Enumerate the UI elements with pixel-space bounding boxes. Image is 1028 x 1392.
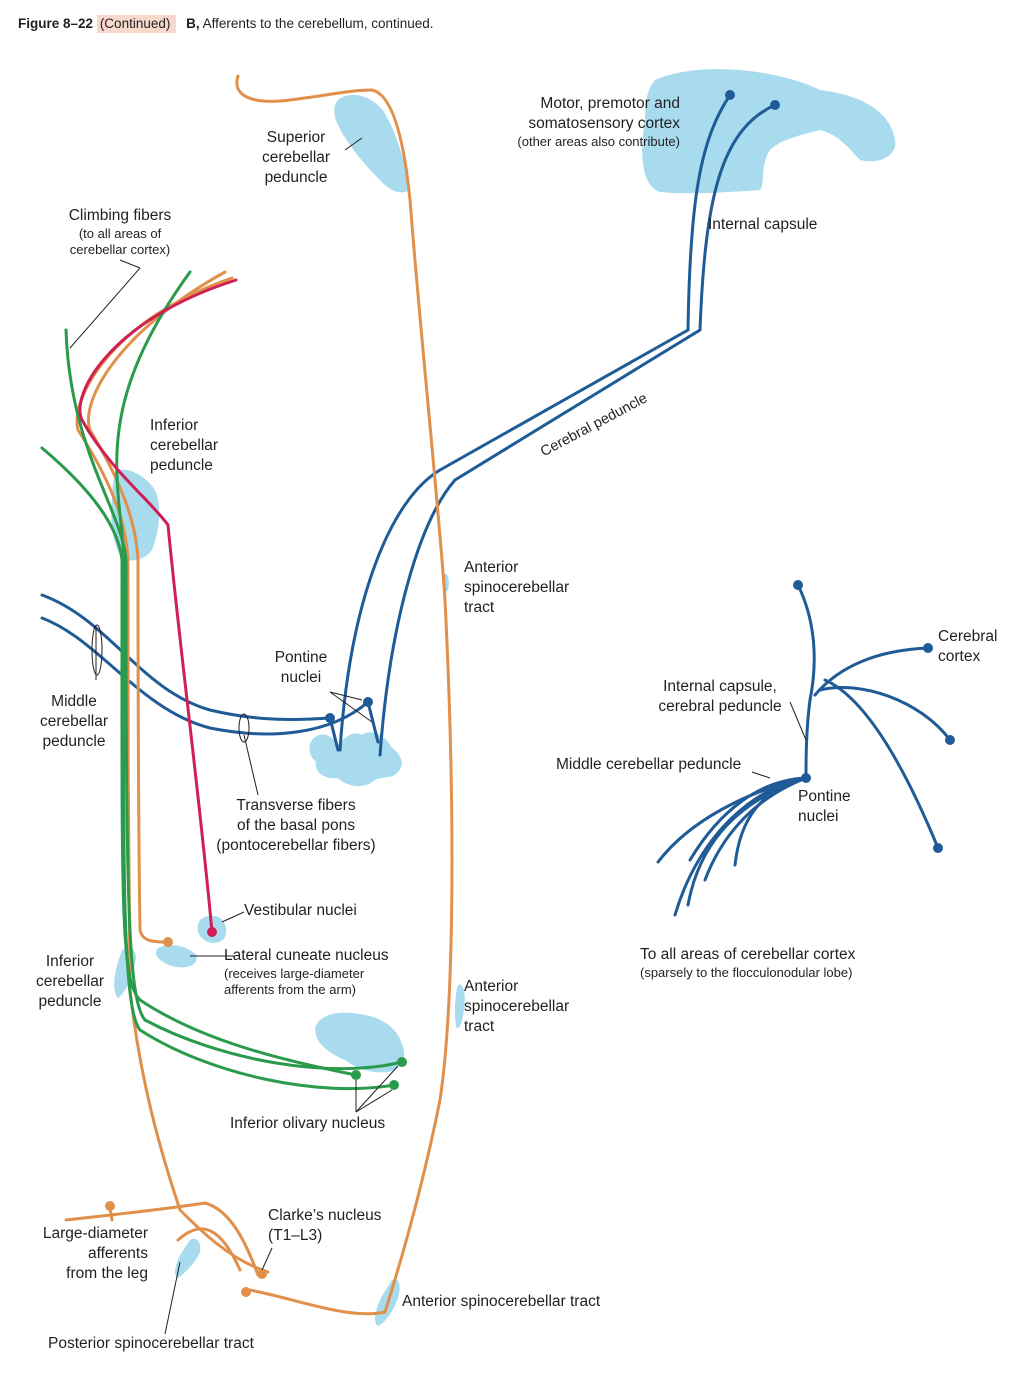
label-pontine-nuclei-left: Pontine nuclei	[274, 649, 328, 686]
label-internal-capsule: Internal capsule	[708, 216, 818, 233]
pontine-neuron-1	[363, 697, 373, 707]
panel-title: Afferents to the cerebellum, continued.	[202, 16, 434, 31]
leader-superior-peduncle	[344, 137, 363, 151]
label-climbing-fibers: Climbing fibers (to all areas of cerebel…	[68, 207, 172, 257]
label-cerebral-cortex: Cerebral cortex	[938, 628, 998, 665]
inset-cortex-neuron-2	[923, 643, 933, 653]
label-posterior-spinocerebellar-tract: Posterior spinocerebellar tract	[48, 1335, 254, 1352]
label-middle-cerebellar-peduncle-left: Middle cerebellar peduncle	[39, 693, 109, 750]
label-inferior-cerebellar-peduncle-top: Inferior cerebellar peduncle	[150, 417, 219, 474]
posterior-spinocerebellar-tract-shape	[175, 1238, 201, 1278]
corticopontine-fiber-1	[338, 93, 732, 752]
clarke-neuron-2	[241, 1287, 251, 1297]
cuneocerebellar-fiber	[87, 270, 227, 944]
leader-olive-2	[355, 1065, 399, 1113]
inset-fiber-low	[823, 678, 940, 850]
label-internal-capsule-cerebral-peduncle: Internal capsule, cerebral peduncle	[658, 678, 782, 715]
label-transverse-fibers: Transverse fibers of the basal pons (pon…	[216, 797, 376, 854]
figure-number: Figure 8–22	[18, 16, 94, 31]
pontine-terminal-1	[366, 700, 380, 744]
leader-ic-inset	[789, 701, 807, 741]
leader-climbing-1	[69, 267, 141, 349]
label-large-diameter-afferents-leg: Large-diameter afferents from the leg	[42, 1225, 148, 1282]
pontine-neuron-2	[325, 713, 335, 723]
leader-climbing-2	[119, 259, 141, 269]
label-middle-cerebellar-peduncle-right: Middle cerebellar peduncle	[556, 756, 742, 773]
corticopontine-fiber-2	[378, 103, 777, 757]
inset-cortex-neuron-1	[793, 580, 803, 590]
pontine-terminal-2	[328, 716, 340, 752]
leg-afferent-fiber	[64, 1201, 260, 1277]
anterior-spinocerebellar-tract-shape-2	[454, 984, 465, 1029]
leader-transverse	[243, 734, 259, 796]
inset-fiber-top	[796, 583, 816, 780]
label-superior-cerebellar-peduncle: Superior cerebellar peduncle	[262, 129, 331, 186]
olive-neuron-3	[389, 1080, 399, 1090]
lateral-cuneate-neuron	[163, 937, 173, 947]
leader-pontine-2	[329, 691, 373, 723]
inset-cortex-neuron-3	[945, 735, 955, 745]
leader-mcp-inset	[751, 771, 771, 779]
superior-cerebellar-peduncle-shape	[334, 94, 410, 193]
transverse-fiber-2	[40, 616, 370, 736]
inset-fiber-mid	[818, 685, 952, 742]
leader-pontine-1	[329, 691, 363, 701]
cortex-neuron-2	[770, 100, 780, 110]
leader-clarke	[261, 1247, 273, 1271]
leg-afferent-ganglion	[105, 1201, 115, 1211]
inset-cortex-neuron-4	[933, 843, 943, 853]
inset-fiber-out-6	[656, 776, 808, 864]
olive-neuron-2	[397, 1057, 407, 1067]
inset-fiber-cortex	[813, 646, 930, 697]
clarke-neuron-1	[257, 1269, 267, 1279]
panel-letter: B,	[186, 16, 200, 31]
middle-peduncle-ring	[91, 624, 103, 676]
vestibulocerebellar-fiber	[78, 278, 238, 934]
label-to-all-areas: To all areas of cerebellar cortex (spars…	[640, 946, 856, 980]
label-anterior-spinocerebellar-tract-2: Anterior spinocerebellar tract	[464, 978, 570, 1035]
transverse-ring	[238, 713, 250, 743]
label-anterior-spinocerebellar-tract-1: Anterior spinocerebellar tract	[464, 559, 570, 616]
label-inferior-olivary-nucleus: Inferior olivary nucleus	[230, 1115, 386, 1132]
inferior-olivary-nucleus-shape	[315, 1012, 405, 1073]
lateral-cuneate-nucleus-shape	[155, 945, 197, 968]
leader-vestibular	[221, 911, 245, 923]
climbing-fiber-2	[64, 328, 404, 1071]
inset-pontine-neuron	[801, 773, 811, 783]
label-clarkes-nucleus: Clarke’s nucleus (T1–L3)	[268, 1207, 382, 1244]
label-inferior-cerebellar-peduncle-bottom: Inferior cerebellar peduncle	[35, 953, 105, 1010]
inset-fiber-out-1	[688, 776, 808, 862]
label-anterior-spinocerebellar-tract-3: Anterior spinocerebellar tract	[402, 1293, 601, 1310]
label-motor-cortex: Motor, premotor and somatosensory cortex…	[517, 95, 680, 149]
continued-tag: (Continued)	[96, 15, 177, 33]
cortex-neuron-1	[725, 90, 735, 100]
transverse-fiber-1	[40, 593, 332, 721]
leader-posterior-tract	[164, 1261, 181, 1335]
figure-caption: Figure 8–22 (Continued) B, Afferents to …	[18, 15, 434, 33]
vestibular-neuron	[207, 927, 217, 937]
label-vestibular-nuclei: Vestibular nuclei	[244, 902, 357, 919]
leader-olive-3	[355, 1089, 393, 1113]
label-pontine-nuclei-right: Pontine nuclei	[798, 788, 851, 825]
clarke-branch-1	[176, 1227, 242, 1272]
climbing-fiber-3	[115, 270, 396, 1091]
pontine-nuclei-shape	[309, 732, 402, 787]
cerebral-cortex-shape	[642, 69, 896, 194]
label-lateral-cuneate-nucleus: Lateral cuneate nucleus (receives large-…	[224, 947, 389, 997]
anterior-spinocerebellar-fiber	[235, 74, 454, 1316]
olive-neuron-1	[351, 1070, 361, 1080]
